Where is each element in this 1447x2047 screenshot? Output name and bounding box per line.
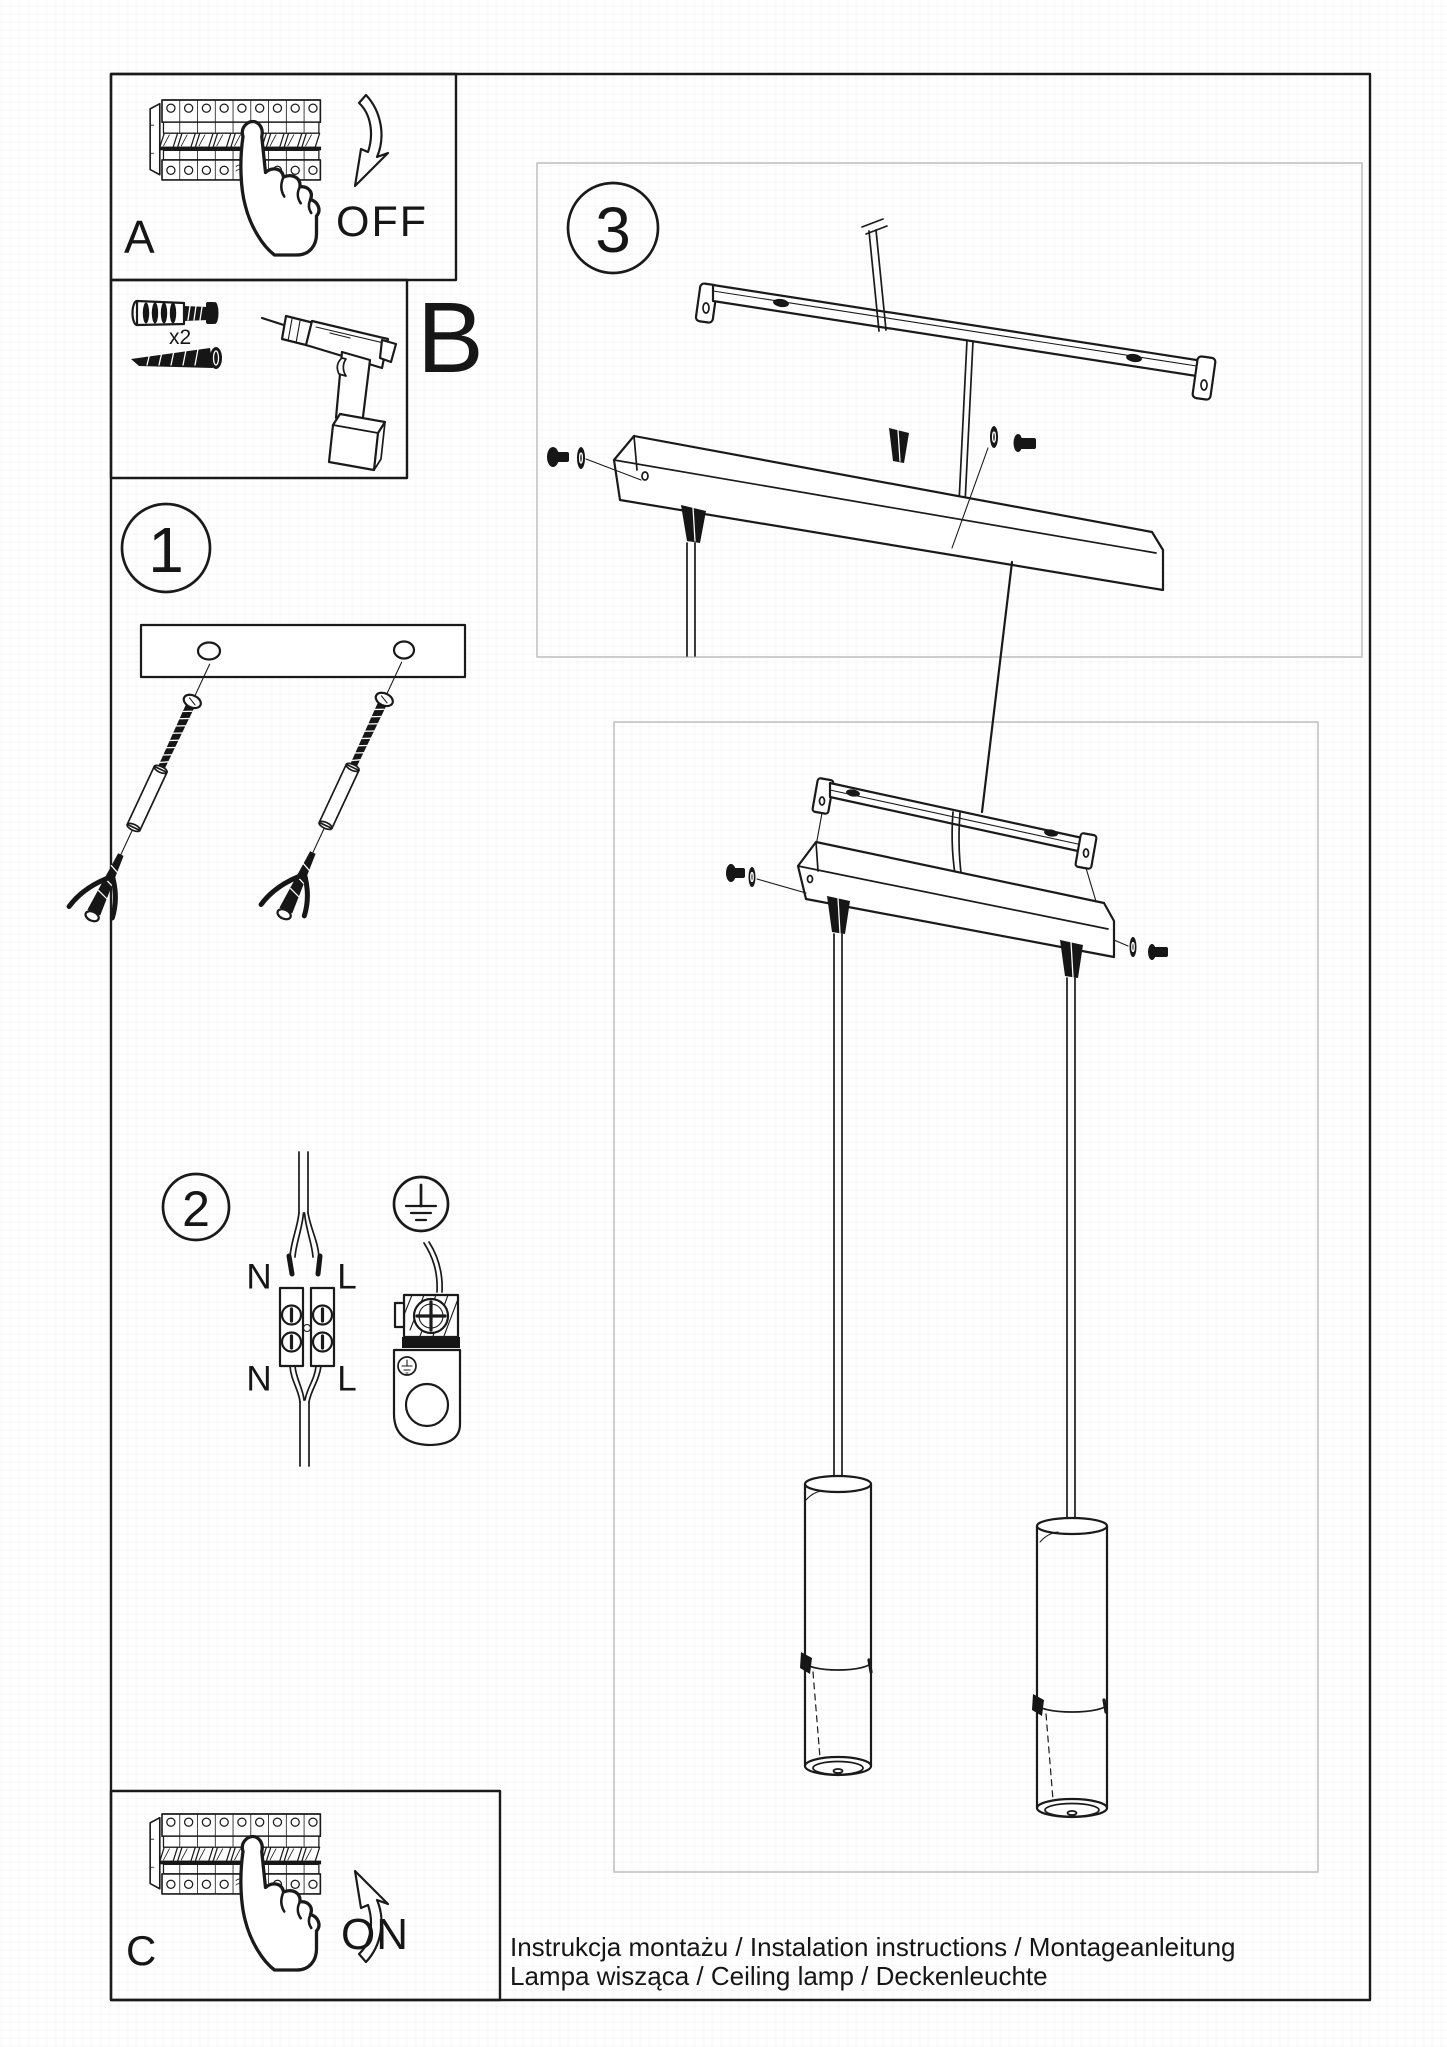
drill-icon: [260, 314, 398, 472]
step-3-number: 3: [595, 194, 631, 266]
mounting-bracket-icon: [694, 282, 1217, 401]
terminal-n-bottom-label: N: [246, 1359, 272, 1399]
mounting-bracket-icon: [811, 777, 1099, 909]
cable-gland-icon: [681, 505, 706, 657]
pendant-tube-icon: [800, 1474, 873, 1777]
canopy-icon: [796, 840, 1116, 959]
screw-and-washer: [951, 426, 1036, 549]
footer-product-line: Lampa wisząca / Ceiling lamp / Deckenleu…: [510, 1961, 1048, 1991]
screw-and-washer: [1113, 937, 1168, 960]
box-b-frame: [109, 278, 409, 480]
terminal-n-top-label: N: [246, 1257, 272, 1297]
ceiling-plate-icon: [139, 623, 467, 679]
circuit-breaker-panel-icon: [149, 99, 322, 181]
canopy-icon: [612, 434, 1165, 592]
screw-and-washer: [547, 447, 642, 481]
cable-gland-icon: [1060, 940, 1083, 1524]
cable-gland-icon: [827, 896, 850, 1481]
step-3-badge: [566, 181, 660, 275]
terminal-block-icon: [278, 1151, 336, 1467]
pendant-tube-icon: [1032, 1516, 1109, 1819]
screw-and-washer: [726, 864, 807, 894]
on-label: ON: [341, 1910, 409, 1959]
circuit-breaker-panel-icon: [149, 1813, 322, 1895]
box-c-label: C: [126, 1927, 157, 1974]
assembly-frame: [613, 721, 1319, 1873]
step-2-badge: [161, 1172, 231, 1242]
curved-arrow-up-icon: [353, 1869, 390, 1964]
box-c-frame: [109, 1789, 502, 2002]
step-1-badge: [120, 502, 212, 594]
footer-title-line: Instrukcja montażu / Instalation instruc…: [510, 1932, 1236, 1962]
wall-plug-assembly-icon: [68, 654, 227, 929]
box-a-label: A: [124, 211, 155, 263]
curved-arrow-down-icon: [353, 93, 390, 188]
cable-gland-icon: [889, 428, 909, 463]
box-b-label: B: [417, 282, 484, 394]
earth-symbol-icon: [392, 1175, 450, 1233]
step-1-number: 1: [148, 514, 184, 586]
step-3-frame: [536, 162, 1363, 658]
pendant-cable: [980, 560, 1014, 814]
wall-plug-assembly-icon: [260, 652, 419, 927]
wall-plug-icon: [131, 299, 219, 327]
off-label: OFF: [336, 198, 428, 246]
step-2-number: 2: [182, 1181, 210, 1237]
terminal-l-top-label: L: [337, 1257, 357, 1297]
terminal-l-bottom-label: L: [337, 1359, 357, 1399]
screw-icon: [131, 347, 222, 369]
earth-clamp-icon: [392, 1241, 462, 1447]
mains-cable: [861, 218, 974, 525]
page-border: [109, 72, 1372, 2002]
anchor-quantity-label: x2: [169, 326, 192, 349]
